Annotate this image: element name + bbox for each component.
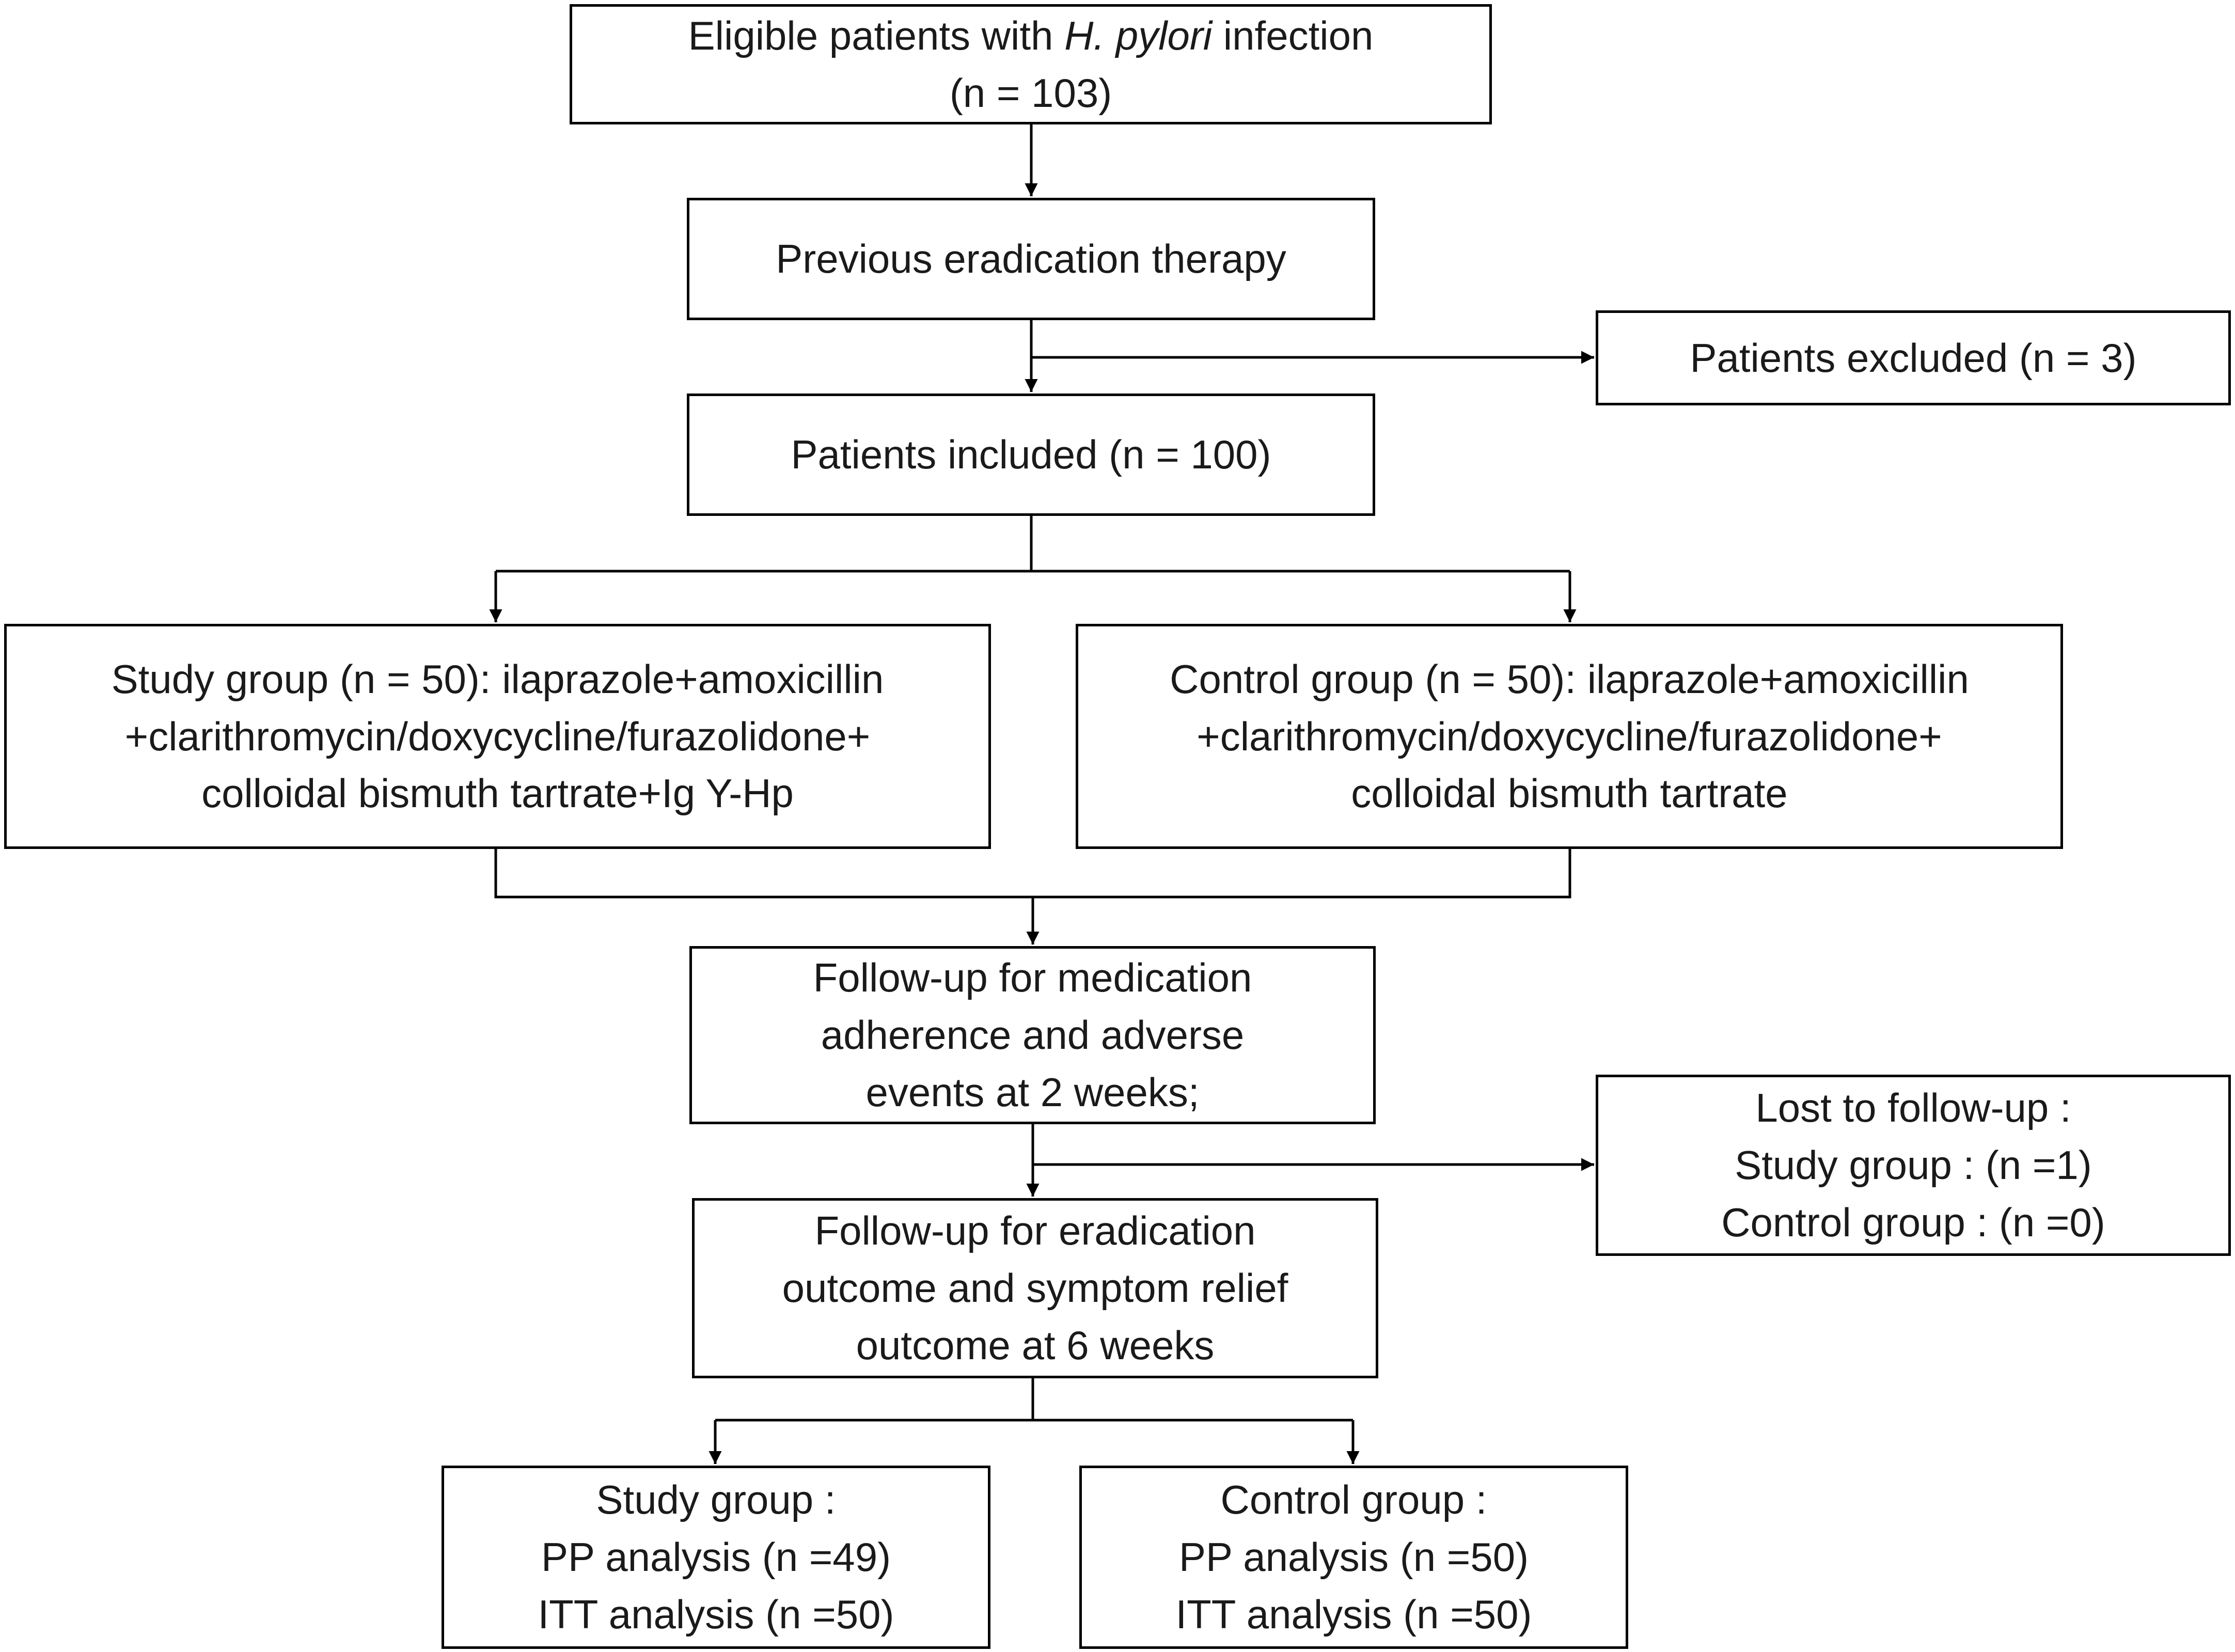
previous-therapy-label: Previous eradication therapy <box>776 236 1286 282</box>
control-result-line-3: ITT analysis (n =50) <box>1175 1591 1532 1637</box>
excluded-box: Patients excluded (n = 3) <box>1596 310 2231 405</box>
followup-6wk-line-3: outcome at 6 weeks <box>856 1322 1215 1368</box>
study-result-line-3: ITT analysis (n =50) <box>538 1591 894 1637</box>
included-label: Patients included (n = 100) <box>791 432 1271 478</box>
followup-6wk-line-2: outcome and symptom relief <box>782 1265 1288 1311</box>
excluded-label: Patients excluded (n = 3) <box>1690 335 2137 381</box>
lost-line-1: Lost to follow-up : <box>1755 1085 2071 1131</box>
study-group-box: Study group (n = 50): ilaprazole+amoxici… <box>4 624 991 849</box>
included-box: Patients included (n = 100) <box>687 394 1375 516</box>
study-result-line-2: PP analysis (n =49) <box>541 1534 891 1580</box>
eligible-patients-box: Eligible patients with H. pylori infecti… <box>570 4 1492 124</box>
control-group-line-2: +clarithromycin/doxycycline/furazolidone… <box>1197 713 1942 759</box>
study-group-line-1: Study group (n = 50): ilaprazole+amoxici… <box>111 656 884 702</box>
lost-line-2: Study group : (n =1) <box>1735 1142 2092 1188</box>
followup-6-weeks-box: Follow-up for eradication outcome and sy… <box>692 1198 1378 1378</box>
h-pylori-italic: H. pylori <box>1064 12 1213 58</box>
followup-2wk-line-1: Follow-up for medication <box>813 955 1252 1001</box>
study-group-line-2: +clarithromycin/doxycycline/furazolidone… <box>124 713 871 759</box>
connector-groups-merge <box>494 849 1571 899</box>
eligible-line-2: (n = 103) <box>949 70 1112 116</box>
eligible-line-1: Eligible patients with H. pylori infecti… <box>688 12 1374 58</box>
control-result-line-2: PP analysis (n =50) <box>1178 1534 1529 1580</box>
control-group-line-3: colloidal bismuth tartrate <box>1351 770 1788 816</box>
followup-2wk-line-2: adherence and adverse <box>821 1012 1245 1058</box>
study-group-line-3: colloidal bismuth tartrate+Ig Y-Hp <box>201 770 794 816</box>
study-result-box: Study group : PP analysis (n =49) ITT an… <box>442 1466 990 1649</box>
control-group-box: Control group (n = 50): ilaprazole+amoxi… <box>1076 624 2063 849</box>
lost-line-3: Control group : (n =0) <box>1721 1199 2105 1245</box>
lost-to-followup-box: Lost to follow-up : Study group : (n =1)… <box>1596 1075 2231 1256</box>
followup-6wk-line-1: Follow-up for eradication <box>814 1208 1256 1254</box>
followup-2wk-line-3: events at 2 weeks; <box>865 1069 1200 1115</box>
previous-therapy-box: Previous eradication therapy <box>687 198 1375 320</box>
control-result-line-1: Control group : <box>1220 1477 1487 1523</box>
control-group-line-1: Control group (n = 50): ilaprazole+amoxi… <box>1170 656 1969 702</box>
followup-2-weeks-box: Follow-up for medication adherence and a… <box>689 946 1376 1124</box>
study-result-line-1: Study group : <box>596 1477 836 1523</box>
control-result-box: Control group : PP analysis (n =50) ITT … <box>1079 1466 1628 1649</box>
